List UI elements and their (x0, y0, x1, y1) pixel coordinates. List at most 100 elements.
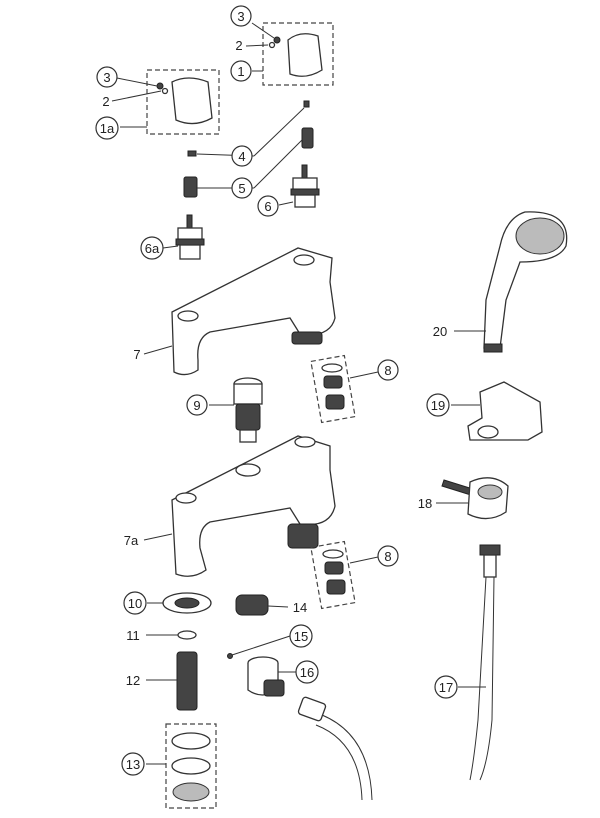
leader-3-top (251, 22, 275, 39)
callout-20: 20 (433, 324, 447, 339)
wall-bracket-19-holder (477, 425, 499, 439)
hose-lower-connector (297, 696, 327, 722)
valve-9-body (235, 403, 261, 431)
valve-9-cap (233, 383, 263, 405)
hose-17 (458, 544, 501, 781)
hose-17-top-nut (479, 544, 501, 556)
callout-5: 5 (238, 181, 245, 196)
tap-body-7a-hole-center (235, 463, 261, 477)
screw-4-right (303, 100, 310, 108)
leader-7 (143, 345, 173, 355)
cartridge-6a-base (179, 244, 201, 260)
callout-circle-8-upper (377, 359, 399, 381)
handle-1-dashed-box (262, 22, 334, 86)
seal-8-lower-nut (326, 579, 346, 595)
callout-13: 13 (126, 757, 140, 772)
lever-handle-1 (287, 33, 323, 77)
callout-6a: 6a (145, 241, 160, 256)
nut-13-backnut (172, 782, 210, 802)
callout-11: 11 (126, 628, 140, 643)
cap-5-left (183, 176, 198, 198)
valve-9-base (239, 429, 257, 443)
callout-18: 18 (418, 496, 432, 511)
callout-circle-9 (186, 394, 208, 416)
connector-14 (235, 594, 269, 616)
callout-circle-3-left (96, 66, 118, 88)
cartridge-6a-spindle (186, 214, 193, 230)
callout-circle-5 (231, 177, 253, 199)
nut-13-washer-top (171, 732, 211, 750)
cartridge-6a (162, 214, 205, 260)
callout-10: 10 (128, 596, 142, 611)
cartridge-6-base (294, 194, 316, 208)
callout-circle-16 (295, 660, 319, 684)
callout-circle-1 (230, 60, 252, 82)
tap-body-7a-hole-left (175, 492, 197, 504)
tap-body-7a (143, 435, 336, 577)
hose-17-top-ferrule (483, 554, 497, 578)
callout-circle-3-top (230, 5, 252, 27)
leader-4a (253, 107, 305, 157)
callout-circle-15 (289, 624, 313, 648)
handle-1a-group (111, 69, 220, 135)
leader-14 (267, 605, 289, 608)
callout-circle-10 (123, 591, 147, 615)
seal-set-8-lower (310, 540, 379, 610)
seal-8-lower-filter (324, 561, 344, 575)
nut-13-washer-middle (171, 757, 211, 775)
washer-10-hole (174, 597, 200, 609)
leader-8-upper (349, 371, 379, 379)
tap-body-7-hole-right (293, 254, 315, 266)
cartridge-6 (278, 164, 320, 208)
screw-3-left (156, 82, 164, 90)
leader-3-left (116, 77, 158, 87)
callout-circle-19 (426, 393, 450, 417)
screw-3-top (273, 36, 281, 44)
wall-bracket-19 (451, 381, 543, 441)
diverter-valve-9 (209, 377, 263, 443)
leader-15 (231, 635, 291, 656)
holder-18-recess (477, 484, 503, 500)
nut-set-13-box (165, 723, 217, 809)
seal-8-lower-ring (322, 549, 344, 559)
callout-circle-1a (95, 116, 119, 140)
tap-body-7a-outline (171, 435, 336, 577)
callout-1: 1 (237, 64, 244, 79)
tap-body-7 (143, 247, 336, 376)
callout-6: 6 (264, 199, 271, 214)
seal-8-upper-box (310, 354, 356, 424)
callout-circle-8-lower (377, 545, 399, 567)
lever-handle-1a (171, 77, 213, 125)
callout-7a: 7a (124, 533, 139, 548)
hose-lower (297, 696, 373, 801)
callout-8-lower: 8 (384, 549, 391, 564)
nut-set-13 (146, 723, 217, 809)
callout-12: 12 (126, 673, 140, 688)
hose-17-line-b (479, 576, 495, 781)
seal-8-lower-box (310, 540, 356, 610)
cartridge-6-spindle (301, 164, 308, 180)
washer-2-top (268, 41, 276, 49)
handle-1a-dashed-box (146, 69, 220, 135)
hand-shower-20-end (483, 343, 503, 353)
cap-5-right (301, 127, 314, 149)
callout-15: 15 (294, 629, 308, 644)
screw-4-left (187, 150, 197, 157)
cartridge-6-nut (290, 188, 320, 196)
leader-2-top (245, 44, 269, 47)
handle-1-group (245, 22, 334, 86)
callout-1a: 1a (100, 121, 115, 136)
leader-2-left (111, 90, 162, 102)
holder-18 (436, 477, 509, 520)
tap-body-7a-hole-right (294, 436, 316, 448)
hose-17-line-a (469, 576, 487, 781)
callout-9: 9 (193, 398, 200, 413)
tap-body-7-outline (171, 247, 336, 376)
callout-circle-6a (140, 236, 164, 260)
o-ring-15 (227, 653, 233, 659)
callout-16: 16 (300, 665, 314, 680)
seal-8-upper-nut (325, 394, 345, 410)
hand-shower-20-head (515, 217, 565, 255)
